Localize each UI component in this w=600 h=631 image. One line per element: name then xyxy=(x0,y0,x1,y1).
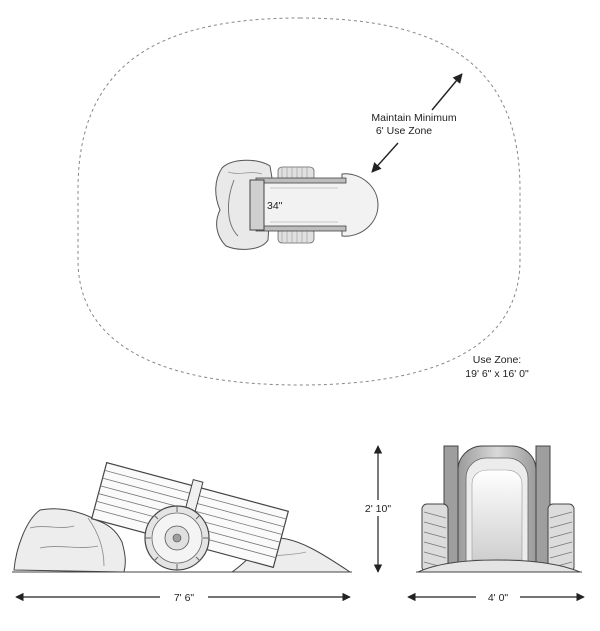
clearance-arrow-down xyxy=(371,142,399,173)
clearance-note-line2: 6' Use Zone xyxy=(376,125,432,137)
height-label: 2' 10" xyxy=(365,503,391,515)
clearance-note-line1: Maintain Minimum xyxy=(371,112,456,124)
side-view: 7' 6" 2' 10" xyxy=(12,445,400,605)
slide-rail-top xyxy=(255,177,347,184)
length-label: 7' 6" xyxy=(174,592,195,604)
front-base xyxy=(417,559,581,573)
tire-side xyxy=(144,505,210,571)
use-zone-boundary xyxy=(77,17,521,386)
plan-view: 34" Maintain Minimum 6' Use Zone Use Zon… xyxy=(77,17,529,386)
right-tire-front xyxy=(547,503,575,573)
front-view: 4' 0" xyxy=(407,445,585,605)
use-zone-title: Use Zone: xyxy=(473,354,521,366)
slide-bed-plan xyxy=(261,173,379,237)
use-zone-size: 19' 6" x 16' 0" xyxy=(465,368,529,380)
slide-hood-plan xyxy=(249,179,265,231)
width-label: 4' 0" xyxy=(488,592,509,604)
tire-plan-top xyxy=(277,166,315,182)
slide-rail-bottom xyxy=(255,225,347,232)
clearance-arrow-up xyxy=(431,73,463,111)
platform-height-label: 34" xyxy=(267,200,283,212)
left-tire-front xyxy=(421,503,449,573)
